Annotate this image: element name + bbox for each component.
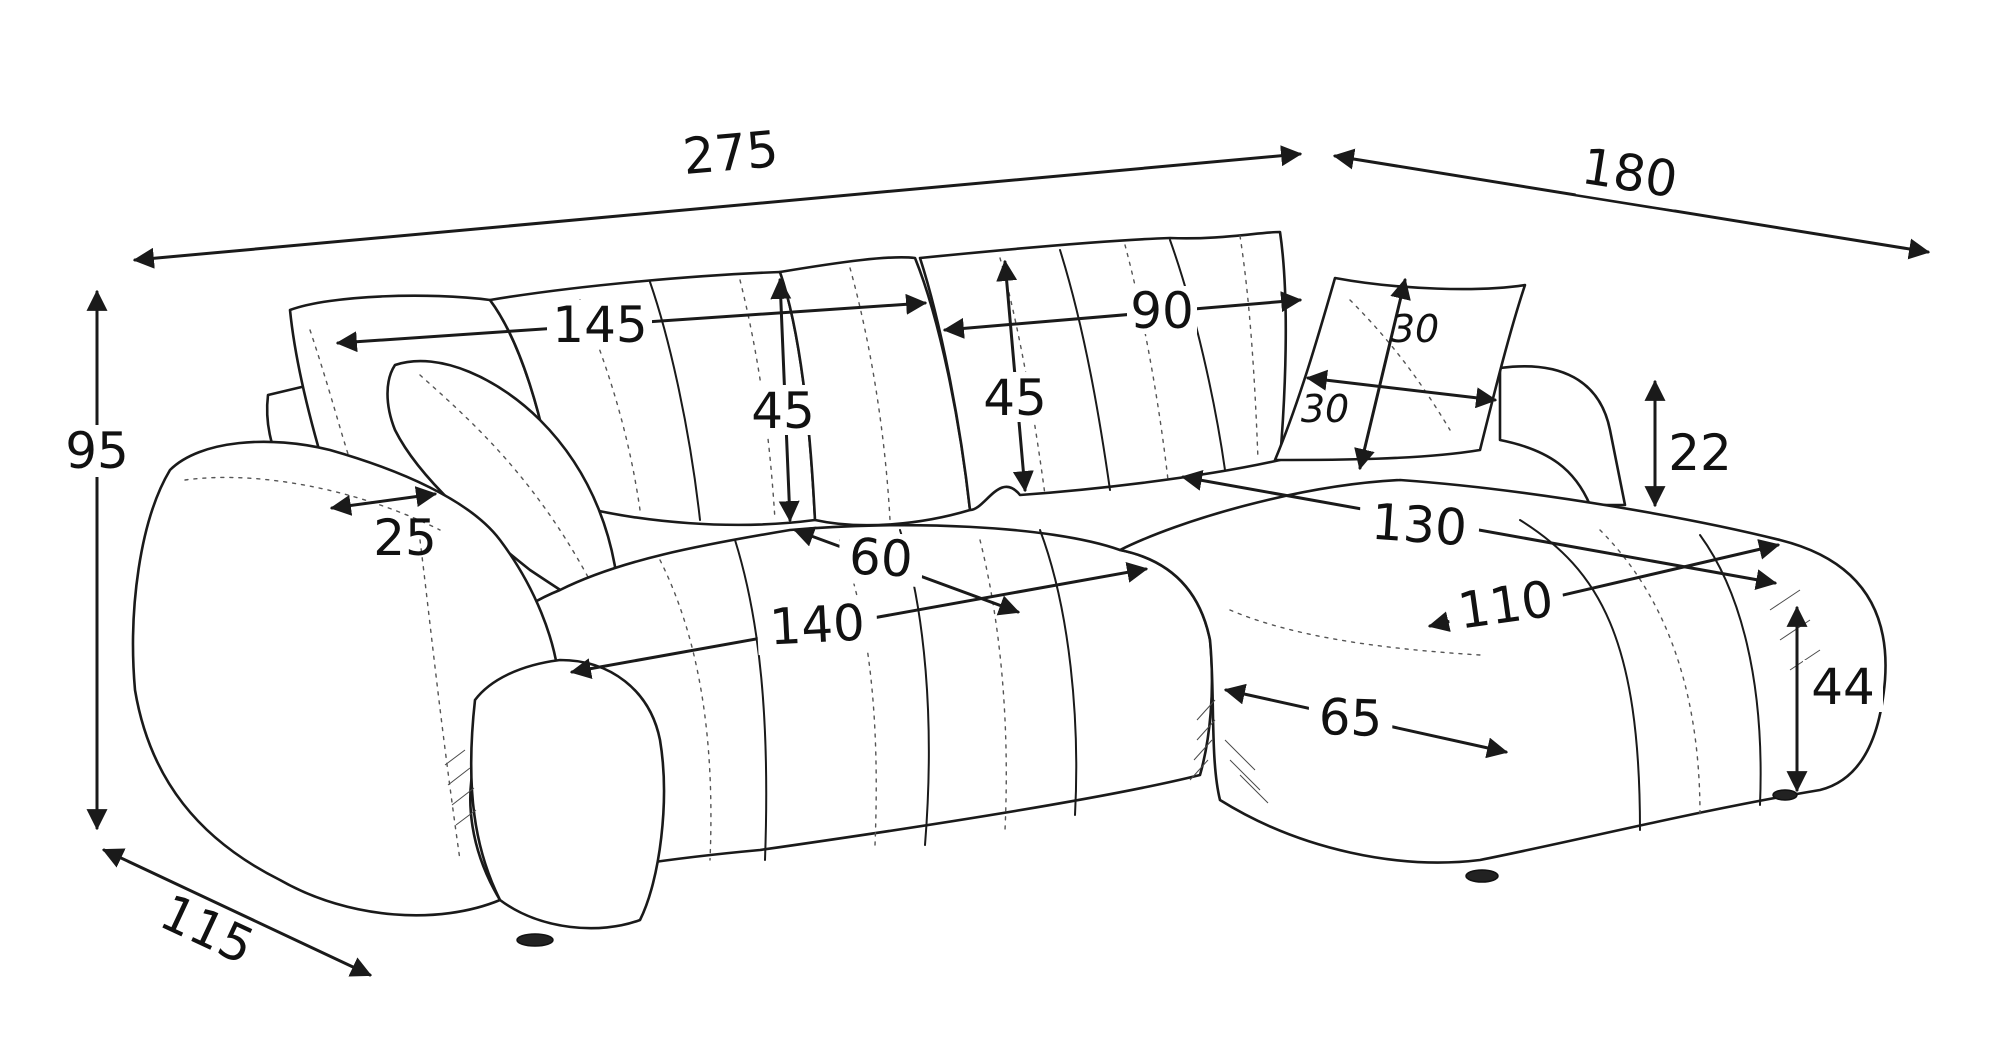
label-seat-height: 44: [1811, 658, 1875, 716]
right-armrest: [1498, 365, 1627, 507]
label-chaise-width: 110: [1454, 570, 1557, 641]
back-cushion-4: [918, 230, 1288, 512]
label-armrest-width: 25: [373, 509, 437, 567]
chaise-seat: [1118, 478, 1887, 864]
label-total-length: 275: [680, 120, 780, 186]
label-armrest-height: 22: [1668, 424, 1732, 482]
label-seat-width: 140: [768, 594, 866, 657]
label-chaise-inner-length: 65: [1318, 688, 1384, 748]
sofa-foot-left: [516, 933, 554, 947]
label-chaise-back-width: 90: [1130, 282, 1194, 340]
dim-line-armrest-width: [329, 486, 438, 516]
left-armrest: [131, 440, 562, 917]
label-back-cushion-height-2: 45: [983, 369, 1047, 427]
label-height: 95: [65, 422, 129, 480]
dim-line-chaise-length: [1332, 148, 1931, 260]
dim-line-total-length: [132, 145, 1303, 269]
sofa-foot-right: [1772, 789, 1798, 801]
dim-line-depth: [102, 848, 372, 977]
label-seat-depth: 60: [848, 527, 915, 588]
label-back-cushion-height-1: 45: [751, 382, 815, 440]
sofa-foot-middle: [1465, 869, 1499, 883]
dim-line-pillow-width: [1305, 369, 1498, 409]
label-pillow-height: 30: [1391, 307, 1439, 351]
dimension-labels: 275 180 95 115 145 45 45 90 30 30 22 25 …: [62, 120, 1883, 978]
label-chaise-seat-length: 130: [1370, 493, 1469, 558]
label-back-cushion-width: 145: [552, 296, 647, 354]
label-pillow-width: 30: [1301, 387, 1349, 431]
dim-line-chaise-back-width: [942, 291, 1303, 339]
armrest-front-roll: [469, 658, 666, 930]
